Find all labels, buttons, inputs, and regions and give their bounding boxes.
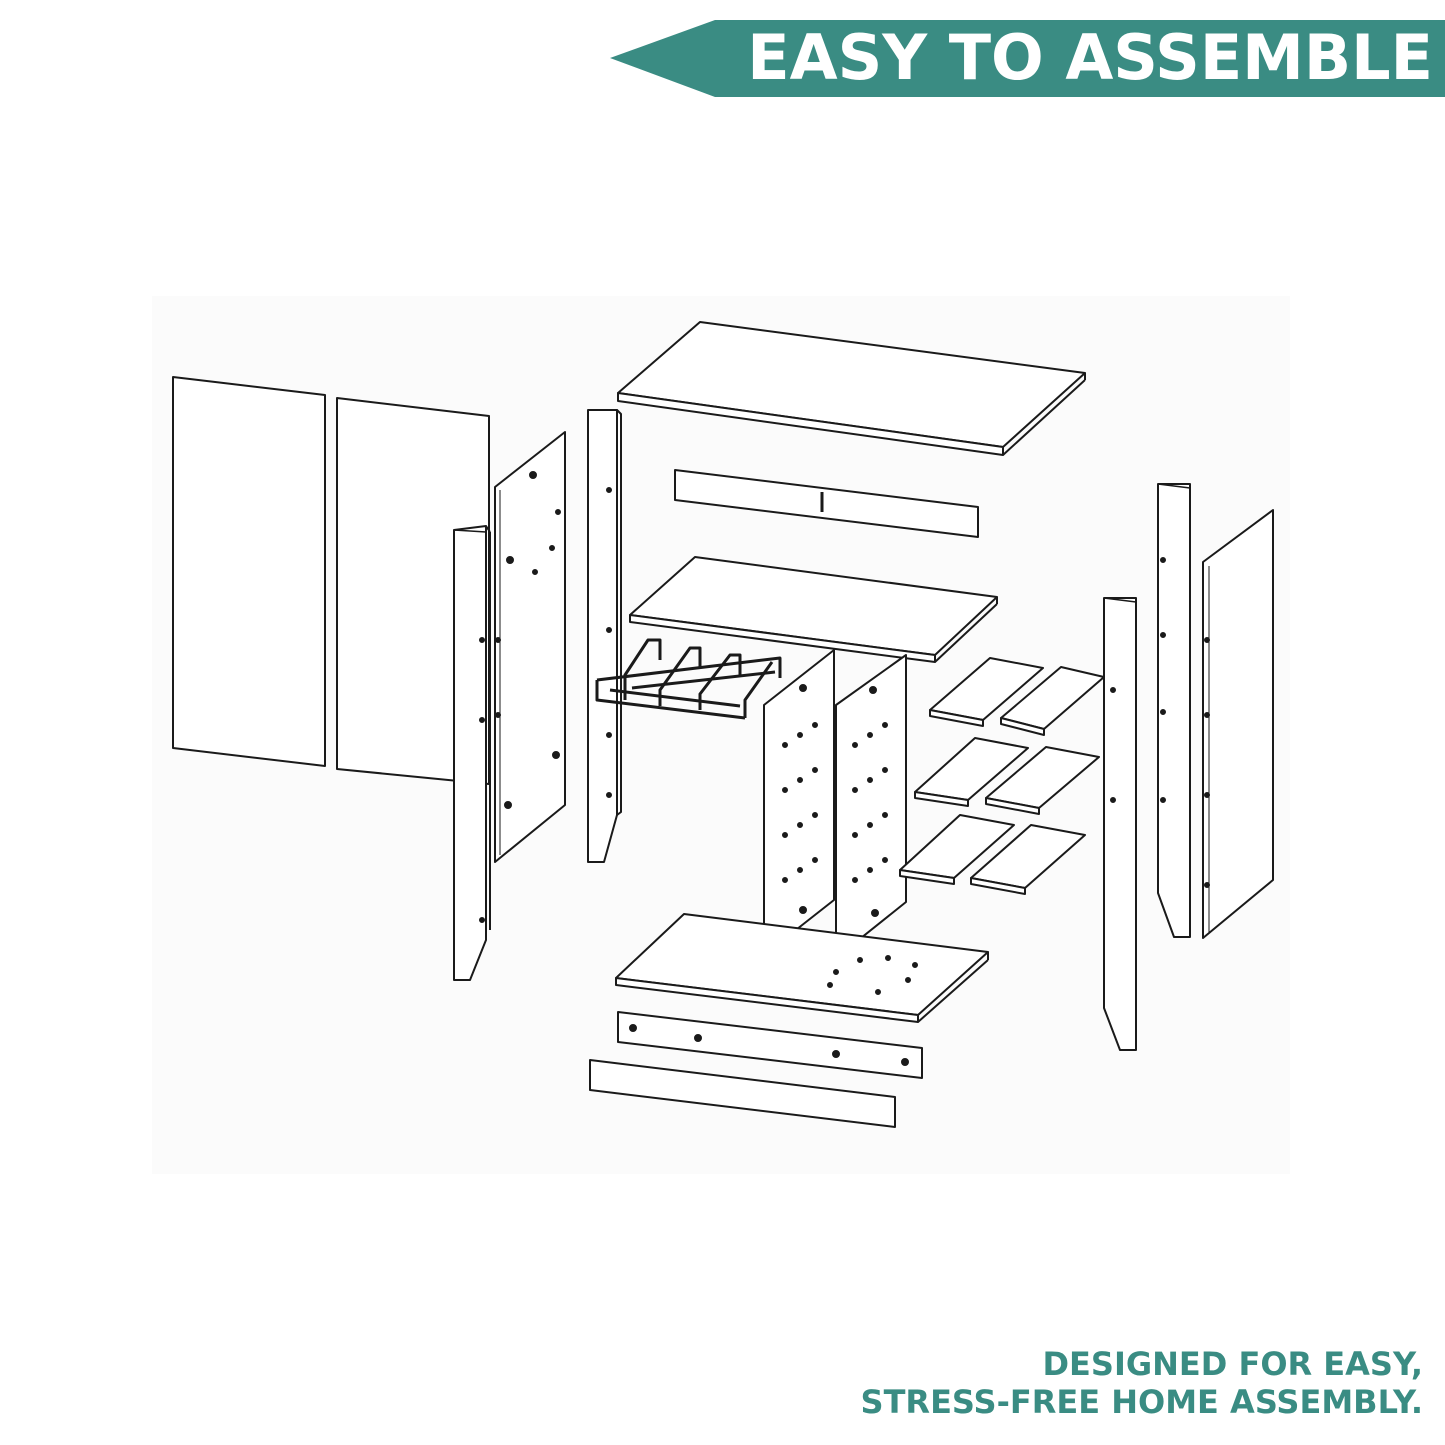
lower-back-rail (589, 1059, 896, 1128)
rear-right-leg (1157, 483, 1191, 938)
right-side-panel (1202, 509, 1274, 939)
inner-divider-left (763, 649, 835, 956)
bottom-panel (615, 913, 989, 1023)
header-banner: EASY TO ASSEMBLE (0, 0, 1445, 110)
lower-front-rail (617, 1011, 923, 1079)
banner-title: EASY TO ASSEMBLE (747, 21, 1433, 94)
inner-divider-right (835, 654, 907, 959)
upper-back-rail (674, 469, 979, 538)
left-front-leg (453, 525, 491, 981)
footer-caption: DESIGNED FOR EASY, STRESS-FREE HOME ASSE… (861, 1345, 1423, 1421)
footer-caption-line-2: STRESS-FREE HOME ASSEMBLY. (860, 1383, 1423, 1421)
wine-glass-rack (595, 638, 782, 720)
banner-arrow-shape (610, 20, 1445, 97)
left-side-panel (494, 431, 566, 863)
top-panel (617, 321, 1086, 456)
right-front-leg (1103, 597, 1137, 1051)
footer-caption-line-1: DESIGNED FOR EASY, (1042, 1345, 1423, 1383)
rear-left-leg (587, 409, 622, 863)
middle-shelf (629, 556, 998, 663)
back-panel-left (172, 376, 326, 767)
small-shelves (899, 657, 1105, 895)
